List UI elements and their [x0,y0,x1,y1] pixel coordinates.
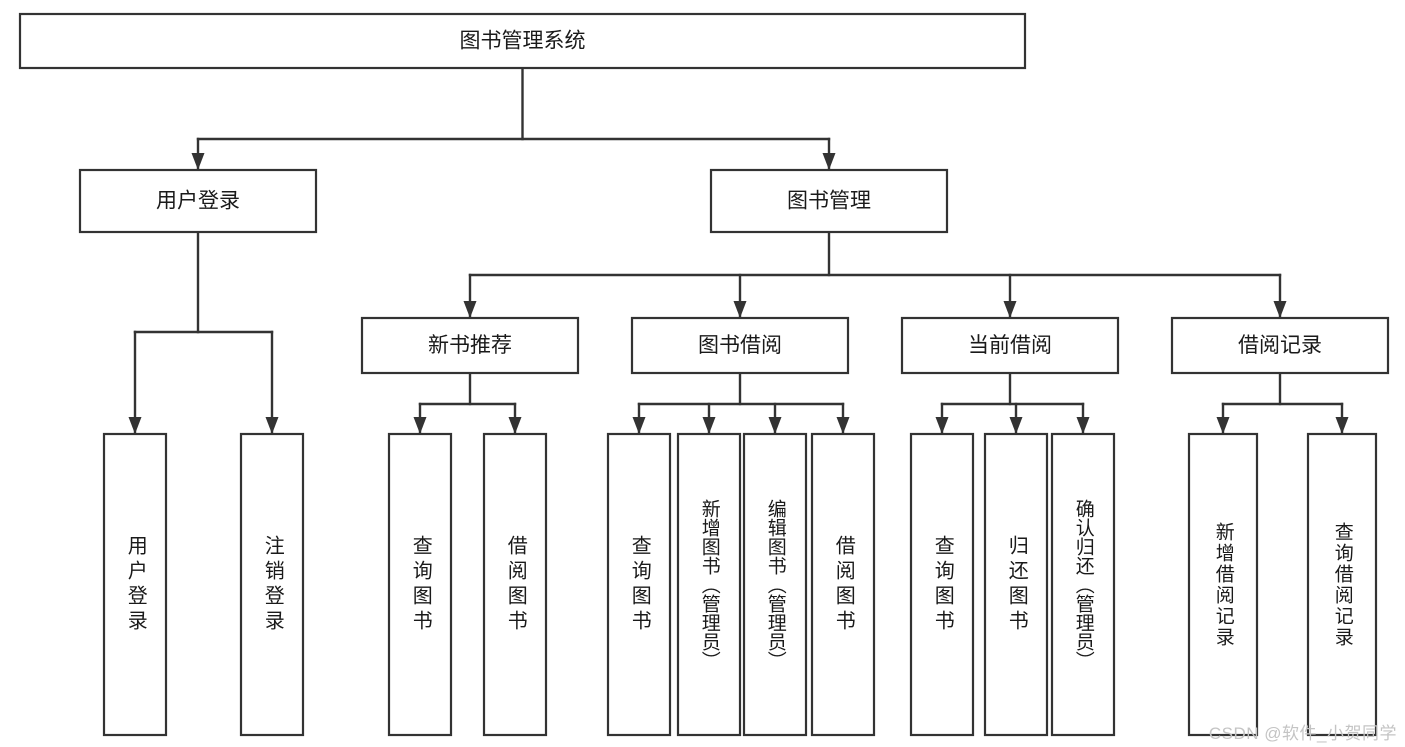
arrow-head-icon [1335,417,1349,434]
csdn-watermark: CSDN @软件_小贺同学 [1208,724,1397,743]
arrow-head-icon [413,417,427,434]
arrow-head-icon [702,417,716,434]
node-box-leaf-user-login[interactable] [102,432,168,737]
node-box-new-book-recommend[interactable] [360,316,580,375]
arrow-head-icon [768,417,782,434]
node-label-borrow-record: 借阅记录 [1238,334,1322,357]
node-box-leaf-query-book-b[interactable] [606,432,672,737]
node-box-book-manage[interactable] [709,168,949,234]
node-label-user-login: 用户登录 [156,190,240,213]
node-box-leaf-edit-book[interactable] [742,432,808,737]
node-box-leaf-confirm-return[interactable] [1050,432,1116,737]
node-box-leaf-return-book[interactable] [983,432,1049,737]
node-box-leaf-query-book-c[interactable] [909,432,975,737]
node-box-leaf-add-book[interactable] [676,432,742,737]
arrow-head-icon [463,301,477,318]
node-label-book-manage: 图书管理 [787,190,871,213]
arrow-head-icon [632,417,646,434]
arrow-head-icon [128,417,142,434]
node-box-leaf-add-record[interactable] [1187,432,1259,737]
arrow-head-icon [1216,417,1230,434]
arrow-head-icon [191,153,205,170]
arrow-head-icon [1009,417,1023,434]
node-box-layer [18,12,1390,737]
arrow-head-icon [733,301,747,318]
arrow-head-icon [1273,301,1287,318]
node-box-user-login[interactable] [78,168,318,234]
node-label-book-borrow: 图书借阅 [698,334,782,357]
node-box-book-borrow[interactable] [630,316,850,375]
node-box-root[interactable] [18,12,1027,70]
node-box-current-borrow[interactable] [900,316,1120,375]
arrow-head-icon [836,417,850,434]
node-box-borrow-record[interactable] [1170,316,1390,375]
arrow-head-icon [822,153,836,170]
arrow-head-icon [265,417,279,434]
arrow-head-icon [508,417,522,434]
node-label-current-borrow: 当前借阅 [968,334,1052,357]
arrow-head-icon [1076,417,1090,434]
arrow-head-icon [935,417,949,434]
node-box-leaf-query-book-a[interactable] [387,432,453,737]
node-box-leaf-logout[interactable] [239,432,305,737]
node-box-leaf-borrow-book-b[interactable] [810,432,876,737]
node-box-leaf-borrow-book-a[interactable] [482,432,548,737]
arrow-head-icon [1003,301,1017,318]
node-box-leaf-query-record[interactable] [1306,432,1378,737]
node-label-new-book-recommend: 新书推荐 [428,334,512,357]
connector-layer [128,66,1349,435]
node-label-root: 图书管理系统 [460,30,586,53]
